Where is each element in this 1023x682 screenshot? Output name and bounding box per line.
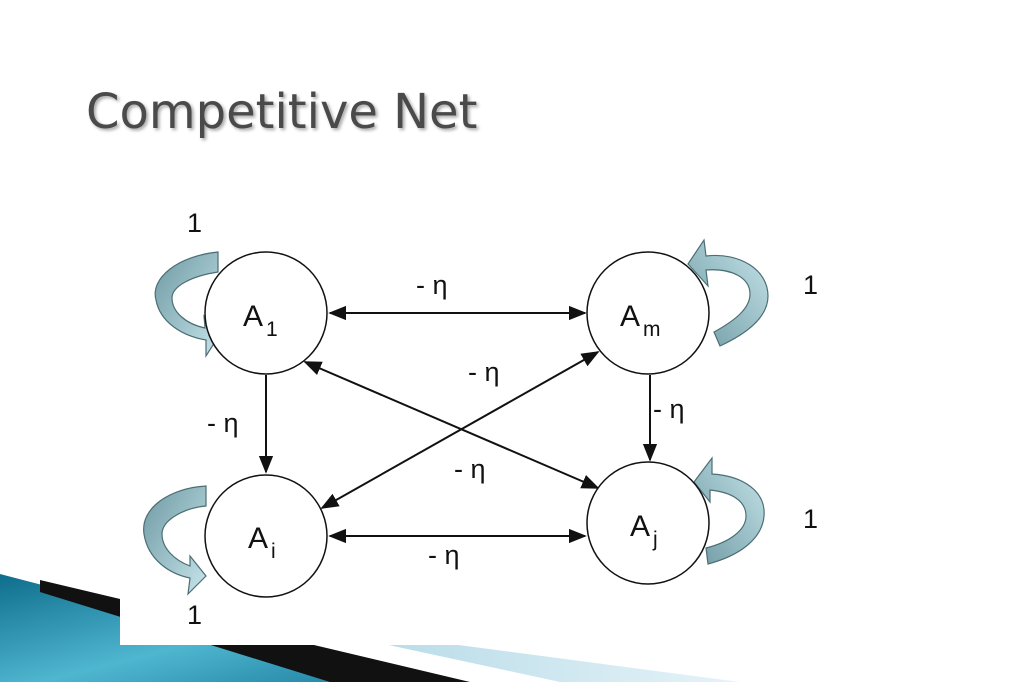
node-a1: A 1	[204, 251, 328, 375]
node-ai: A i	[204, 474, 328, 598]
slide-title: Competitive Net	[86, 84, 478, 140]
decor-teal-wedge	[0, 574, 420, 682]
self-loop-a1	[154, 251, 221, 359]
self-loop-label-a1: 1	[187, 208, 202, 238]
node-aj-base: A	[630, 510, 650, 543]
node-am: A m	[586, 251, 710, 375]
node-am-base: A	[620, 300, 640, 333]
node-aj: A j	[586, 461, 710, 585]
label-cross-ai-am: - η	[468, 357, 500, 387]
self-loop-aj	[693, 456, 765, 565]
self-loop-label-am: 1	[803, 270, 818, 300]
label-am-aj: - η	[653, 394, 685, 424]
node-am-sub: m	[643, 318, 661, 341]
self-loop-am	[687, 238, 769, 347]
node-ai-base: A	[248, 522, 268, 555]
label-cross-a1-aj: - η	[454, 454, 486, 484]
self-loop-label-ai: 1	[187, 600, 202, 630]
label-ai-aj: - η	[428, 540, 460, 570]
self-loop-label-aj: 1	[803, 504, 818, 534]
label-a1-ai: - η	[207, 408, 239, 438]
node-ai-sub: i	[271, 540, 276, 563]
label-a1-am: - η	[416, 270, 448, 300]
node-a1-base: A	[243, 300, 263, 333]
node-aj-sub: j	[652, 528, 658, 551]
self-loop-ai	[143, 485, 207, 596]
node-a1-sub: 1	[266, 318, 278, 341]
edge-cross-a1-aj	[303, 361, 600, 489]
